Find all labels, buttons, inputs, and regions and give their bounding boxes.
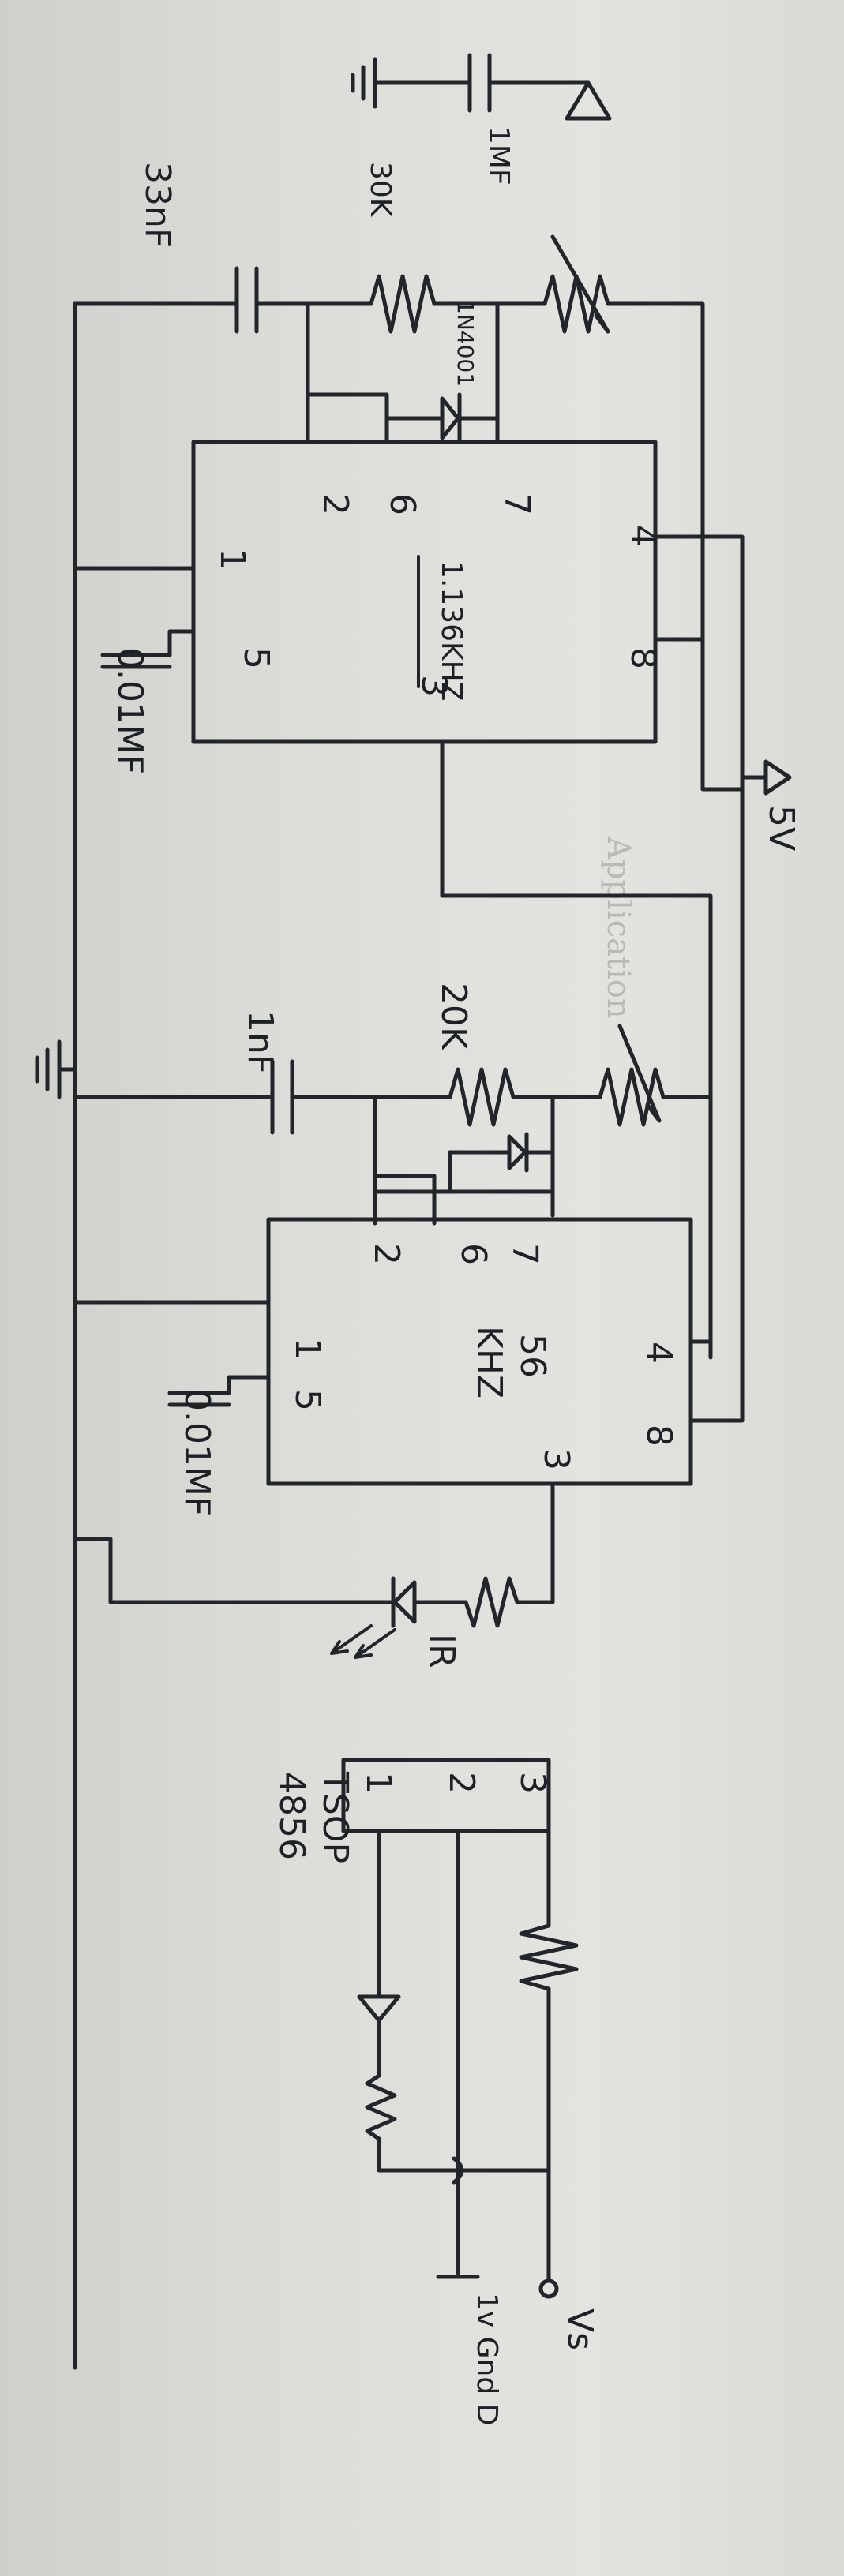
timer2-pins: 7 4 6 2 1 5 8 3 xyxy=(287,1243,679,1470)
timer1-connections xyxy=(73,534,745,1360)
res-20k-label: 20K xyxy=(433,983,474,1050)
cap-0-01uf-a-label: 0.01MF xyxy=(110,647,150,774)
timer2-pin-5: 5 xyxy=(287,1389,328,1411)
tsop-pin-2: 2 xyxy=(441,1772,482,1794)
timer2-pin-3: 3 xyxy=(536,1448,576,1470)
cap-33nf-label: 33nF xyxy=(137,162,178,248)
timer1-pin-3: 3 xyxy=(414,675,454,697)
supply-5v-symbol xyxy=(740,759,792,796)
timer2-connections xyxy=(73,1079,745,2370)
timer2-frequency-label-b: KHZ xyxy=(469,1326,509,1398)
bleed-through-text: Application xyxy=(600,836,636,1019)
cap-0-01uf-b-label: 0.01MF xyxy=(177,1389,217,1516)
tsop-wiring xyxy=(357,1829,579,2299)
gnd-label: 1v Gnd D xyxy=(471,2293,503,2425)
timer2-pin-4: 4 xyxy=(639,1342,679,1364)
ground-symbol-top xyxy=(351,57,377,109)
timer2-pin-6: 6 xyxy=(453,1243,493,1265)
timer1-pin-6: 6 xyxy=(382,493,422,515)
vs-label: Vs xyxy=(560,2308,600,2350)
timer2-rc-network xyxy=(73,1024,713,1226)
top-supply-line xyxy=(373,53,612,121)
tsop-pins: 3 2 1 xyxy=(358,1772,553,1794)
timer1-pin-7: 7 xyxy=(497,493,537,515)
tsop-label-a: TSOP xyxy=(315,1771,355,1863)
timer1-ic xyxy=(191,440,658,744)
timer1-pin-1: 1 xyxy=(212,549,253,571)
tsop-4856-module xyxy=(341,1758,551,1833)
timer1-pin-5: 5 xyxy=(236,647,276,669)
cap-1uf-label: 1MF xyxy=(482,126,515,185)
supply-5v-label: 5V xyxy=(761,805,801,851)
ground-symbol-middle xyxy=(35,1039,77,1099)
tsop-pin-3: 3 xyxy=(512,1772,553,1794)
tsop-pin-1: 1 xyxy=(358,1772,399,1794)
timer2-pin-2: 2 xyxy=(366,1243,407,1265)
timer2-pin-8: 8 xyxy=(639,1425,679,1447)
timer2-pin-7: 7 xyxy=(505,1243,545,1265)
timer1-pins: 7 4 6 2 1 8 5 3 xyxy=(212,493,663,697)
timer2-pin-1: 1 xyxy=(287,1338,328,1360)
timer1-pin-2: 2 xyxy=(315,493,355,515)
timer2-frequency-label-a: 56 xyxy=(512,1334,553,1378)
timer1-pin-8: 8 xyxy=(623,647,663,669)
ir-led-label: IR xyxy=(422,1634,462,1668)
cap-1nf-label: 1nF xyxy=(240,1010,280,1074)
tsop-label-b: 4856 xyxy=(272,1772,312,1860)
res-30k-label: 30K xyxy=(364,162,396,218)
diode-1n4001-label: 1N4001 xyxy=(452,300,478,387)
timer1-frequency-label: 1.136KHZ xyxy=(435,560,467,701)
